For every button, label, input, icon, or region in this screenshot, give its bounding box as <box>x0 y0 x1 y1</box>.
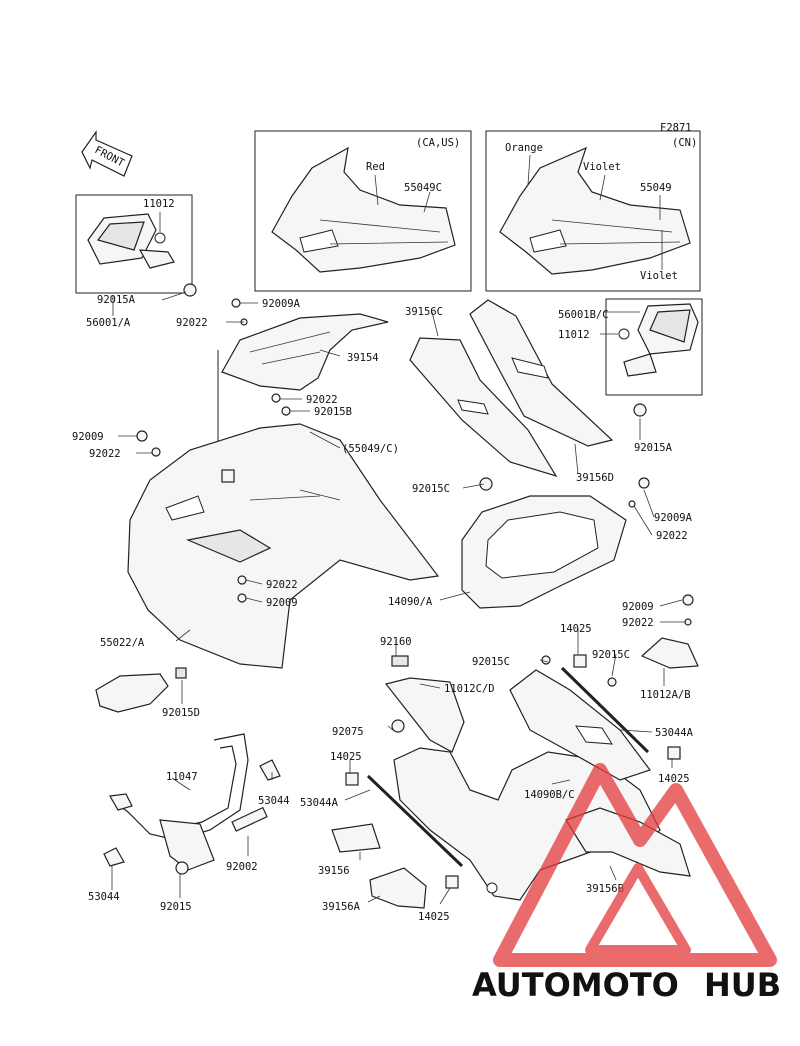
label-92015: 92015 <box>160 901 192 913</box>
label-53044a-left: 53044A <box>300 797 339 809</box>
pad-39156 <box>331 823 381 853</box>
inset-left-cowl <box>271 146 456 273</box>
inset-right-region: (CN) <box>672 137 697 149</box>
grommet-92015c-c <box>607 677 617 687</box>
label-11012ab: 11012A/B <box>640 689 691 701</box>
stay-11047 <box>103 733 281 875</box>
label-11047: 11047 <box>166 771 198 783</box>
clip-14025-b <box>345 772 359 786</box>
label-92009-left: 92009 <box>72 431 104 443</box>
inset-left-region: (CA,US) <box>416 137 460 149</box>
label-92015d: 92015D <box>162 707 200 719</box>
label-39154: 39154 <box>347 352 379 364</box>
panel-39156c <box>409 337 558 478</box>
panel-39156d <box>469 299 614 447</box>
bolt-92009-low <box>237 593 247 603</box>
inset-box-ca-us <box>254 130 472 292</box>
mirror-left-part-92015a: 92015A <box>97 294 136 306</box>
label-39156c: 39156C <box>405 306 443 318</box>
label-55022a: 55022/A <box>100 637 145 649</box>
label-92009-right: 92009 <box>622 601 654 613</box>
label-92022-right-low: 92022 <box>622 617 654 629</box>
watermark-text-b: HUB <box>704 966 781 1004</box>
label-92015c-b: 92015C <box>472 656 510 668</box>
washer-92022-right <box>628 500 636 508</box>
label-53044-upper: 53044 <box>258 795 290 807</box>
inset-left-part: 55049C <box>404 182 442 194</box>
mirror-right-part-11012: 11012 <box>558 329 590 341</box>
clip-14025-d <box>445 875 459 889</box>
upper-cowl-55022a <box>127 423 440 669</box>
label-14025-d: 14025 <box>418 911 450 923</box>
bolt-92009-left <box>136 430 148 442</box>
label-92075: 92075 <box>332 726 364 738</box>
label-92015c-c: 92015C <box>592 649 630 661</box>
label-39156d: 39156D <box>576 472 614 484</box>
label-92009a-upper: 92009A <box>262 298 301 310</box>
mirror-left-box <box>75 194 193 294</box>
label-14025-a: 14025 <box>560 623 592 635</box>
clip-14025-a <box>573 654 587 668</box>
label-92160: 92160 <box>380 636 412 648</box>
label-92015b: 92015B <box>314 406 352 418</box>
front-arrow-icon: FRONT <box>81 130 133 177</box>
label-14025-b: 14025 <box>330 751 362 763</box>
label-53044a-right: 53044A <box>655 727 694 739</box>
mirror-right-box <box>605 298 703 396</box>
label-55049c: (55049/C) <box>342 443 399 455</box>
washer-92022-left <box>151 447 161 457</box>
inset-right-color-2: Violet <box>583 161 621 173</box>
label-14090bc: 14090B/C <box>524 789 575 801</box>
label-92022-mid: 92022 <box>306 394 338 406</box>
inner-cover-11012cd <box>384 655 465 753</box>
mirror-left-part-56001a: 56001/A <box>86 317 131 329</box>
label-92009-low: 92009 <box>266 597 298 609</box>
label-92022-upper: 92022 <box>176 317 208 329</box>
label-39156: 39156 <box>318 865 350 877</box>
bolt-92009a-upper <box>231 298 241 308</box>
panel-39154 <box>217 313 389 500</box>
label-14090a: 14090/A <box>388 596 433 608</box>
pad-39156b <box>565 807 691 877</box>
inset-right-part: 55049 <box>640 182 672 194</box>
washer-92022-low <box>237 575 247 585</box>
bolt-92009-right <box>682 594 694 606</box>
meter-panel-14090a <box>461 495 627 609</box>
label-14025-c: 14025 <box>658 773 690 785</box>
label-92022-right: 92022 <box>656 530 688 542</box>
clip-14025-c <box>667 746 681 760</box>
label-39156b: 39156B <box>586 883 624 895</box>
mirror-left-part-11012: 11012 <box>143 198 175 210</box>
figure-code: F2871 <box>660 122 692 134</box>
inset-right-color-3: Violet <box>640 270 678 282</box>
washer-92022-mid <box>271 393 281 403</box>
nut-92015b <box>281 406 291 416</box>
inset-right-cowl <box>499 146 691 275</box>
inset-left-color: Red <box>366 161 385 173</box>
inset-box-cn <box>485 130 701 292</box>
label-92015c-top: 92015C <box>412 483 450 495</box>
mirror-left <box>87 213 197 297</box>
mirror-right-part-56001bc: 56001B/C <box>558 309 609 321</box>
grommet-92015c <box>479 477 493 491</box>
label-39156a: 39156A <box>322 901 361 913</box>
mirror-right-part-92015a: 92015A <box>634 442 673 454</box>
pad-39156a <box>369 867 427 909</box>
label-11012cd: 11012C/D <box>444 683 495 695</box>
label-53044-lower: 53044 <box>88 891 120 903</box>
label-92009a-right: 92009A <box>654 512 693 524</box>
label-92022-left: 92022 <box>89 448 121 460</box>
grommet-92015c-b <box>541 655 551 665</box>
watermark-text-a: AUTOMOTO <box>472 966 679 1004</box>
watermark-logo <box>493 763 777 967</box>
bolt-92009a-right <box>638 477 650 489</box>
cover-11012ab <box>640 637 699 669</box>
label-92002: 92002 <box>226 861 258 873</box>
inset-right-color-1: Orange <box>505 142 543 154</box>
bracket-92015d <box>95 667 187 713</box>
label-92022-low: 92022 <box>266 579 298 591</box>
mirror-right <box>618 303 699 417</box>
